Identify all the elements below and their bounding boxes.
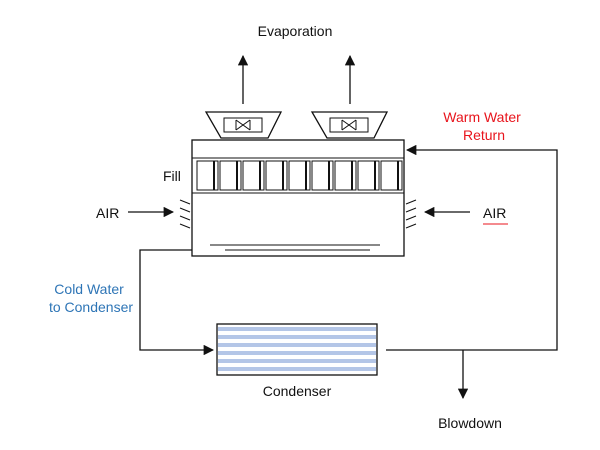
cooling-tower-body [191, 139, 405, 257]
louvers-right [405, 199, 417, 229]
fill-slat [334, 160, 357, 191]
condenser-tube [218, 367, 376, 371]
air-right-label: AIR [483, 205, 506, 221]
condenser-tube [218, 359, 376, 363]
fill-slat [380, 160, 403, 191]
warm-water-line-2: Return [463, 127, 505, 143]
condenser-tube [218, 351, 376, 355]
fill-slat [219, 160, 242, 191]
fill-slat [357, 160, 380, 191]
cold-water-label: Cold Water to Condenser [49, 281, 133, 315]
fill-slat [196, 160, 219, 191]
fill-media [196, 160, 403, 191]
fill-label: Fill [163, 168, 181, 184]
condenser-tube [218, 327, 376, 331]
louvers-left [179, 199, 191, 229]
cold-water-line-1: Cold Water [54, 281, 124, 297]
condenser [216, 323, 378, 376]
warm-water-return-label: Warm Water Return [443, 109, 524, 143]
warm-water-line-1: Warm Water [443, 109, 521, 125]
cold-water-line-2: to Condenser [49, 299, 133, 315]
condenser-tube [218, 343, 376, 347]
air-left-label: AIR [96, 205, 119, 221]
condenser-label: Condenser [263, 383, 332, 399]
evaporation-label: Evaporation [258, 23, 333, 39]
blowdown-label: Blowdown [438, 415, 502, 431]
fan-right [310, 111, 389, 139]
cold-water-pipe [139, 249, 215, 356]
warm-water-return-pipe [386, 144, 558, 351]
fill-slat [265, 160, 288, 191]
fill-slat [311, 160, 334, 191]
fan-left [204, 111, 283, 139]
condenser-tube [218, 335, 376, 339]
fill-slat [288, 160, 311, 191]
fill-slat [242, 160, 265, 191]
